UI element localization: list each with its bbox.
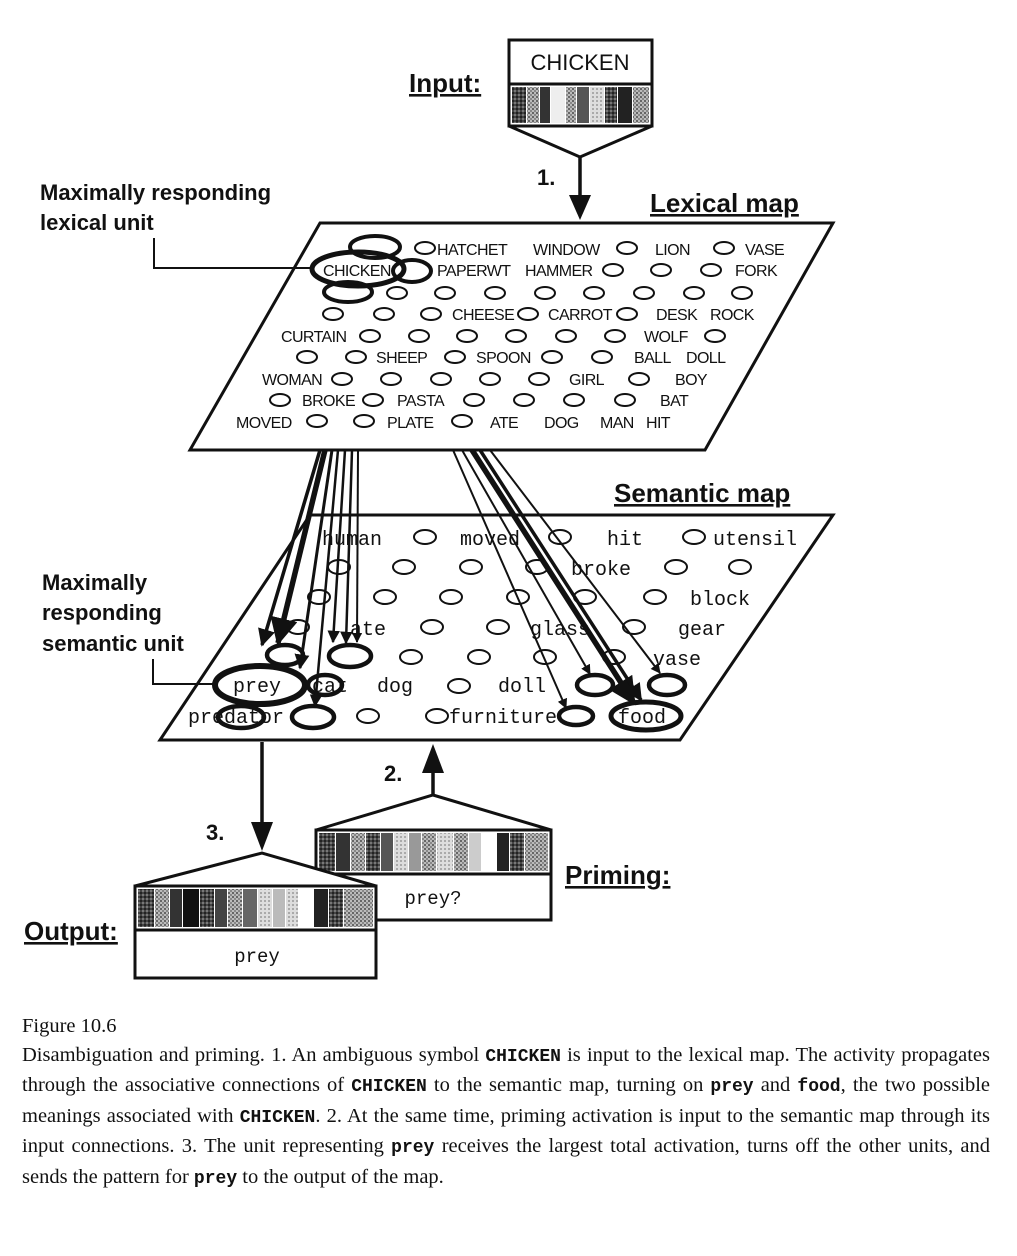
lex-word-desk: DESK: [656, 307, 698, 324]
max-semantic-label-line2: responding: [42, 600, 162, 625]
priming-word: prey?: [404, 888, 461, 910]
lex-word-man: MAN: [600, 415, 634, 432]
sem-word-glass: glass: [530, 619, 590, 642]
lex-word-ball: BALL: [634, 350, 671, 367]
caption-text-part: , the two possible meanings associated w…: [22, 1074, 990, 1127]
associative-connections: [258, 448, 661, 709]
sem-word-food: food: [618, 707, 666, 730]
caption-text-part: receives the largest total activation, t…: [22, 1135, 990, 1188]
caption-code: CHICKEN: [351, 1077, 427, 1097]
output-pattern: [138, 889, 373, 927]
caption-text-part: to the output of the map.: [237, 1165, 444, 1188]
sem-word-block: block: [690, 589, 750, 612]
input-pattern: [512, 87, 649, 123]
lexical-words: HATCHET WINDOW LION VASE CHICKEN PAPERWT…: [236, 242, 785, 432]
sem-word-gear: gear: [678, 619, 726, 642]
arrow-3-head: [251, 822, 273, 851]
sem-word-furniture: furniture: [449, 707, 557, 730]
lex-word-ate: ATE: [490, 415, 518, 432]
sem-word-broke: broke: [571, 559, 631, 582]
sem-word-human: human: [322, 529, 382, 552]
lex-word-hammer: HAMMER: [525, 263, 593, 280]
lexical-circles: [269, 241, 753, 428]
sem-word-predator: predator: [188, 707, 284, 730]
lex-word-boy: BOY: [675, 372, 708, 389]
arrow-1-head: [569, 195, 591, 220]
caption-code: prey: [391, 1138, 435, 1158]
step-3-label: 3.: [206, 820, 224, 845]
sem-word-utensil: utensil: [713, 529, 797, 552]
max-lexical-label-line2: lexical unit: [40, 210, 154, 235]
lex-word-doll: DOLL: [686, 350, 726, 367]
step-1-label: 1.: [537, 165, 555, 190]
caption-code: prey: [193, 1168, 238, 1189]
arrow-2-head: [422, 744, 444, 773]
caption-code: CHICKEN: [485, 1046, 561, 1067]
input-box: CHICKEN: [507, 38, 654, 159]
output-box: prey: [133, 851, 378, 980]
input-label: Input:: [409, 68, 481, 98]
caption-text-part: Disambiguation and priming. 1. An ambigu…: [22, 1043, 486, 1066]
lexical-map-plane: [187, 221, 836, 452]
caption-text-part: to the semantic map, turning on: [426, 1074, 711, 1096]
output-label: Output:: [24, 916, 118, 946]
lex-word-woman: WOMAN: [262, 372, 322, 389]
caption-text: Disambiguation and priming. 1. An ambigu…: [22, 1041, 990, 1194]
lexical-map-title: Lexical map: [650, 188, 799, 218]
lex-word-window: WINDOW: [533, 242, 601, 259]
sem-word-moved: moved: [460, 529, 520, 552]
caption-code: food: [797, 1077, 841, 1097]
caption-code: prey: [710, 1077, 754, 1097]
figure-caption: Figure 10.6 Disambiguation and priming. …: [22, 1012, 990, 1193]
lex-word-pasta: PASTA: [397, 393, 445, 410]
lex-word-moved: MOVED: [236, 415, 292, 432]
lex-word-spoon: SPOON: [476, 350, 531, 367]
lex-word-carrot: CARROT: [548, 307, 613, 324]
priming-pattern: [319, 833, 548, 871]
max-lexical-leader-line: [153, 238, 312, 269]
semantic-map-title: Semantic map: [614, 478, 790, 508]
lex-word-dog: DOG: [544, 415, 579, 432]
caption-text-part: is input to the lexical map. The activit…: [22, 1043, 990, 1097]
max-lexical-label-line1: Maximally responding: [40, 180, 271, 205]
output-word: prey: [234, 946, 280, 968]
lex-word-chicken: CHICKEN: [323, 263, 391, 280]
priming-box: prey?: [314, 793, 553, 922]
sem-word-prey: prey: [233, 676, 281, 699]
lex-word-broke: BROKE: [302, 393, 355, 410]
lex-word-hit: HIT: [646, 415, 671, 432]
max-semantic-label-line1: Maximally: [42, 570, 148, 595]
semantic-circles: [286, 529, 752, 724]
sem-word-dog: dog: [377, 676, 413, 699]
lex-word-lion: LION: [655, 242, 690, 259]
lex-word-fork: FORK: [735, 263, 778, 280]
lex-word-wolf: WOLF: [644, 329, 689, 346]
lex-word-girl: GIRL: [569, 372, 605, 389]
sem-word-doll: doll: [498, 676, 546, 699]
lex-word-rock: ROCK: [710, 307, 755, 324]
lex-word-vase: VASE: [745, 242, 784, 259]
lex-word-paperwt: PAPERWT: [437, 263, 511, 280]
step-2-label: 2.: [384, 761, 402, 786]
priming-label: Priming:: [565, 860, 670, 890]
sem-word-vase: vase: [653, 649, 701, 672]
sem-word-ate: ate: [350, 619, 386, 642]
lex-word-cheese: CHEESE: [452, 307, 514, 324]
sem-word-hit: hit: [607, 529, 643, 552]
max-semantic-leader-line: [152, 659, 215, 685]
sem-word-cat: cat: [312, 676, 348, 699]
lex-word-plate: PLATE: [387, 415, 434, 432]
input-word: CHICKEN: [530, 50, 629, 75]
lex-word-hatchet: HATCHET: [437, 242, 508, 259]
max-semantic-label-line3: semantic unit: [42, 631, 184, 656]
caption-text-part: . 2. At the same time, priming activatio…: [22, 1104, 990, 1158]
lex-word-curtain: CURTAIN: [281, 329, 346, 346]
lex-word-sheep: SHEEP: [376, 350, 427, 367]
caption-code: CHICKEN: [239, 1107, 316, 1128]
diagram: CHICKEN Input: 1. Lexical map: [24, 38, 836, 980]
caption-text-part: and: [753, 1074, 798, 1096]
figure-number: Figure 10.6: [22, 1015, 117, 1037]
lex-word-bat: BAT: [660, 393, 689, 410]
